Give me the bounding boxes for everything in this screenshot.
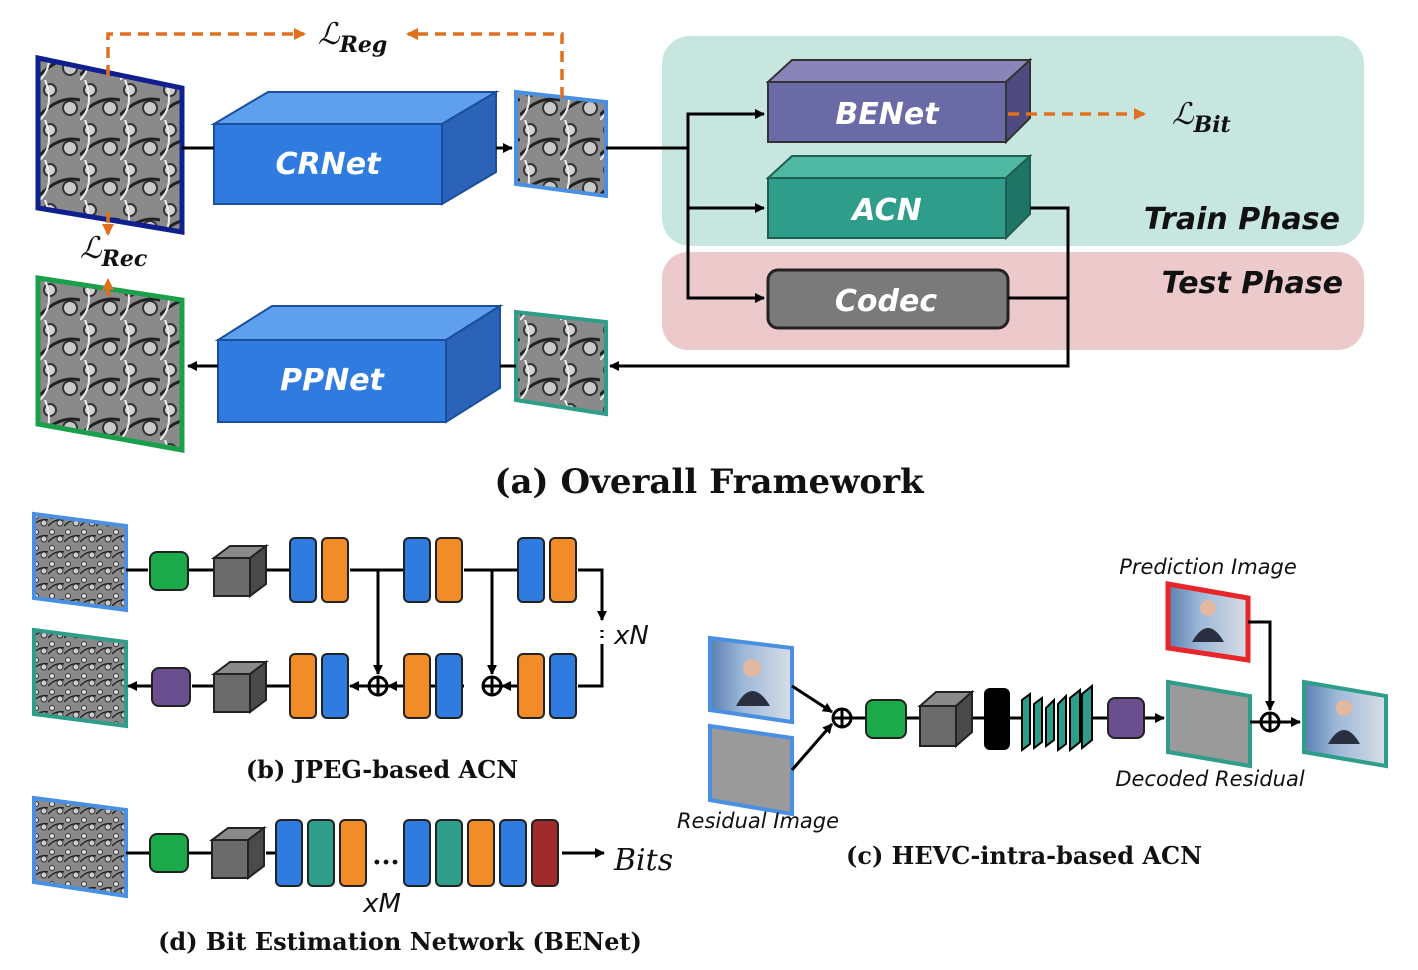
panel-d-ellipsis: ... <box>372 841 399 871</box>
panel-b-relu-block <box>549 537 577 603</box>
panel-b-sum-nodes <box>367 675 503 697</box>
ppnet-label: PPNet <box>280 363 385 398</box>
panel-d-layer-block <box>499 819 527 887</box>
panel-b-relu-block <box>403 653 431 719</box>
panel-b-connectors <box>126 568 607 691</box>
loss-arrows <box>102 28 1146 296</box>
panel-b-relu-block <box>435 537 463 603</box>
panel-b-conv-block <box>321 653 349 719</box>
panel-c-prediction-image <box>1165 581 1251 663</box>
caption-d: (d) Bit Estimation Network (BENet) <box>158 927 642 956</box>
panel-c-connectors <box>790 620 1301 771</box>
panel-d-layer-block <box>275 819 303 887</box>
test-phase-label: Test Phase <box>1162 266 1343 301</box>
benet-block: BENet <box>765 57 1033 145</box>
panel-c-prediction-label: Prediction Image <box>1119 555 1297 579</box>
panel-b-repeat-label: xN <box>613 621 649 651</box>
panel-d-layer-block <box>403 819 431 887</box>
caption-c: (c) HEVC-intra-based ACN <box>846 841 1202 870</box>
panel-d-layer-block <box>467 819 495 887</box>
loss-rec: ℒRec <box>80 231 148 272</box>
panel-b-relu-block <box>289 653 317 719</box>
panel-d-blocks <box>149 819 559 887</box>
panel-d-layer-block <box>531 819 559 887</box>
loss-bit: ℒBit <box>1172 97 1231 138</box>
crnet-block: CRNet <box>210 90 500 206</box>
panel-c-residual-image <box>708 723 794 817</box>
panel-c-green-block <box>865 699 907 739</box>
panel-d-input-image <box>32 795 128 899</box>
panel-b-purple-block <box>151 667 191 707</box>
panel-d-layer-block <box>339 819 367 887</box>
panel-b-gray-cube-bottom <box>211 660 269 714</box>
acn-label: ACN <box>850 193 921 228</box>
codec-block: Codec <box>766 268 1010 330</box>
panel-c-output-image <box>1302 679 1388 769</box>
loss-reg: ℒReg <box>318 17 387 58</box>
panel-b-blocks <box>149 537 577 719</box>
panel-b-output-image <box>32 627 128 729</box>
panel-d-output-label: Bits <box>613 843 673 878</box>
panel-c-deconv-stack <box>1021 683 1093 753</box>
panel-c-purple-block <box>1107 697 1145 739</box>
panel-c-blocks <box>865 683 1145 753</box>
panel-d-green-block <box>149 833 189 873</box>
panel-c-gray-cube <box>917 689 975 749</box>
panel-b-green-block <box>149 551 189 591</box>
caption-a: (a) Overall Framework <box>494 462 925 502</box>
panel-b-relu-block <box>517 653 545 719</box>
panel-c-decoded-residual-image <box>1166 679 1252 769</box>
panel-c-frame-image <box>708 635 794 725</box>
panel-b-input-image <box>32 511 128 613</box>
panel-c-residual-label: Residual Image <box>677 809 839 833</box>
reconstructed-image <box>35 275 185 453</box>
panel-d-layer-block <box>307 819 335 887</box>
caption-b: (b) JPEG-based ACN <box>246 755 518 784</box>
panel-b-conv-block <box>517 537 545 603</box>
train-phase-label: Train Phase <box>1144 202 1340 237</box>
codec-label: Codec <box>835 284 937 319</box>
compact-image <box>514 89 608 199</box>
panel-d-repeat-label: xM <box>362 889 401 919</box>
panel-b-conv-block <box>403 537 431 603</box>
panel-b-relu-block <box>321 537 349 603</box>
panel-d-gray-cube <box>209 826 267 880</box>
panel-b-conv-block <box>289 537 317 603</box>
benet-label: BENet <box>835 97 940 132</box>
crnet-label: CRNet <box>276 147 383 182</box>
panel-c-decoded-label: Decoded Residual <box>1115 767 1305 791</box>
panel-a-connectors <box>182 109 1070 371</box>
panel-b-gray-cube-top <box>211 544 269 598</box>
panel-d-layer-block <box>435 819 463 887</box>
panel-c-black-block <box>984 688 1010 750</box>
ppnet-block: PPNet <box>214 304 504 424</box>
input-image <box>35 54 185 235</box>
decoded-compact-image <box>514 309 608 417</box>
panel-b-conv-block <box>549 653 577 719</box>
acn-block: ACN <box>765 153 1033 241</box>
panel-c-sum-nodes <box>831 707 1281 733</box>
panel-b-conv-block <box>435 653 463 719</box>
